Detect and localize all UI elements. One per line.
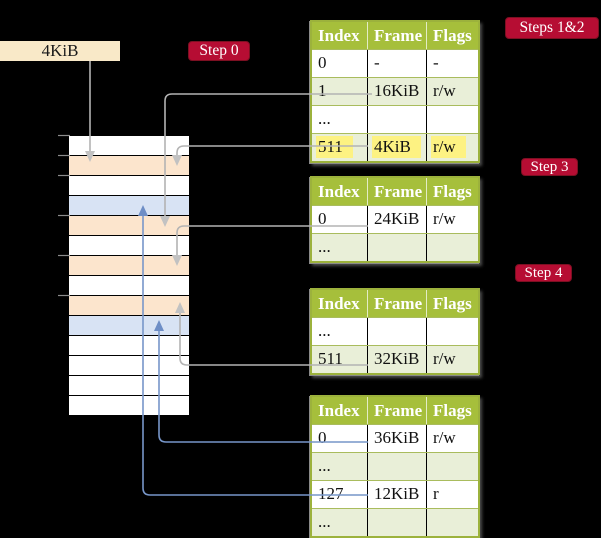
col-header-flags: Flags	[426, 22, 478, 49]
col-header-frame: Frame	[367, 290, 426, 317]
page-table-steps-1-2: Index Frame Flags 0 - - 1 16KiB r/w ... …	[310, 20, 480, 163]
memory-row-7-free	[69, 276, 189, 296]
table-header-row: Index Frame Flags	[312, 397, 478, 424]
table-header-row: Index Frame Flags	[312, 290, 478, 317]
memory-row-13-free	[69, 396, 189, 415]
col-header-flags: Flags	[426, 178, 478, 205]
cell-frame	[367, 318, 426, 345]
table-row: 0 36KiB r/w	[312, 424, 478, 452]
col-header-flags: Flags	[426, 397, 478, 424]
cell-index: ...	[318, 237, 331, 256]
cell-flags	[426, 106, 478, 133]
col-header-frame: Frame	[367, 178, 426, 205]
page-table-step-3: Index Frame Flags 0 24KiB r/w ...	[310, 176, 480, 263]
cell-flags: r/w	[426, 78, 478, 105]
page-table-final-level: Index Frame Flags 0 36KiB r/w ... 127 12…	[310, 395, 480, 538]
cell-flags	[426, 453, 478, 480]
memory-row-12-free	[69, 376, 189, 396]
cell-frame	[367, 234, 426, 261]
cell-index: 0	[318, 428, 327, 447]
cell-flags: r/w	[426, 206, 478, 233]
memory-row-6-page-table	[69, 256, 189, 276]
frame-size-label-box: 4KiB	[0, 41, 120, 61]
cell-flags	[426, 509, 478, 536]
cell-index: ...	[318, 456, 331, 475]
cell-frame: 36KiB	[367, 425, 426, 452]
cell-flags	[426, 318, 478, 345]
cell-frame: 16KiB	[367, 78, 426, 105]
cell-frame	[367, 509, 426, 536]
table-header-row: Index Frame Flags	[312, 178, 478, 205]
cell-frame	[367, 106, 426, 133]
highlight-mark: r/w	[431, 136, 466, 158]
badge-step-3: Step 3	[521, 158, 578, 176]
cell-index: ...	[318, 321, 331, 340]
table-row: 0 24KiB r/w	[312, 205, 478, 233]
table-row: 0 - -	[312, 49, 478, 77]
table-row: ...	[312, 508, 478, 536]
cell-index: 1	[318, 81, 327, 100]
memory-row-3-data-page	[69, 196, 189, 216]
memory-row-5-free	[69, 236, 189, 256]
col-header-flags: Flags	[426, 290, 478, 317]
table-row: ...	[312, 105, 478, 133]
table-row: 1 16KiB r/w	[312, 77, 478, 105]
page-table-step-4: Index Frame Flags ... 511 32KiB r/w	[310, 288, 480, 375]
cell-flags: r/w	[426, 346, 478, 373]
physical-memory-stack	[68, 135, 190, 416]
badge-step-0: Step 0	[188, 41, 250, 61]
cell-frame	[367, 453, 426, 480]
memory-row-11-free	[69, 356, 189, 376]
cell-frame: -	[367, 50, 426, 77]
table-row-highlighted: 511 4KiB r/w	[312, 133, 478, 161]
memory-row-8-page-table	[69, 296, 189, 316]
memory-row-2-free	[69, 176, 189, 196]
highlight-mark: 4KiB	[372, 136, 421, 158]
table-row: ...	[312, 452, 478, 480]
col-header-index: Index	[318, 26, 360, 45]
memory-row-4-page-table	[69, 216, 189, 236]
memory-row-1-page-table	[69, 156, 189, 176]
cell-index: 127	[318, 484, 344, 503]
cell-index: ...	[318, 109, 331, 128]
col-header-frame: Frame	[367, 397, 426, 424]
cell-flags: r	[426, 481, 478, 508]
cell-index: 511	[312, 134, 367, 161]
memory-row-0-free	[69, 136, 189, 156]
table-row: ...	[312, 233, 478, 261]
cell-flags	[426, 234, 478, 261]
cell-index: 511	[318, 349, 343, 368]
cell-frame: 32KiB	[367, 346, 426, 373]
cell-index: 0	[318, 53, 327, 72]
table-header-row: Index Frame Flags	[312, 22, 478, 49]
badge-step-4: Step 4	[515, 264, 572, 282]
col-header-index: Index	[318, 182, 360, 201]
cell-frame: 4KiB	[367, 134, 426, 161]
cell-frame: 24KiB	[367, 206, 426, 233]
memory-row-10-free	[69, 336, 189, 356]
badge-steps-1-and-2: Steps 1&2	[505, 17, 599, 39]
table-row: ...	[312, 317, 478, 345]
highlight-mark: 511	[316, 136, 353, 158]
col-header-frame: Frame	[367, 22, 426, 49]
col-header-index: Index	[318, 294, 360, 313]
cell-flags: r/w	[426, 134, 478, 161]
col-header-index: Index	[318, 401, 360, 420]
cell-frame: 12KiB	[367, 481, 426, 508]
cell-index: ...	[318, 512, 331, 531]
table-row: 127 12KiB r	[312, 480, 478, 508]
table-row: 511 32KiB r/w	[312, 345, 478, 373]
cell-flags: r/w	[426, 425, 478, 452]
cell-index: 0	[318, 209, 327, 228]
cell-flags: -	[426, 50, 478, 77]
memory-row-9-data-page	[69, 316, 189, 336]
